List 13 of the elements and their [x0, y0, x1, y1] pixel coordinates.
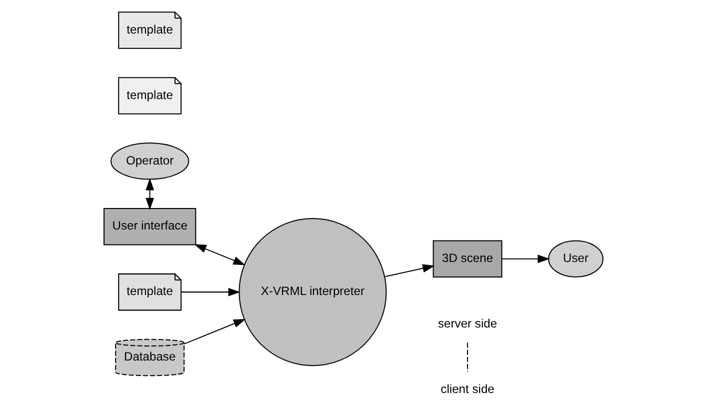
node-ellipse: User: [548, 240, 603, 278]
arrow: [180, 288, 240, 296]
node-box: User interface: [103, 208, 196, 246]
node-circle: X-VRML interpreter: [238, 218, 386, 366]
arrow: [145, 178, 154, 210]
arrow: [384, 264, 434, 278]
label: server side: [438, 316, 497, 330]
arrow: [501, 254, 550, 264]
node-ellipse: Operator: [110, 142, 189, 180]
arrow: [194, 244, 245, 266]
label: client side: [440, 382, 494, 396]
arrow: [184, 318, 246, 344]
node-box: 3D scene: [432, 240, 502, 278]
